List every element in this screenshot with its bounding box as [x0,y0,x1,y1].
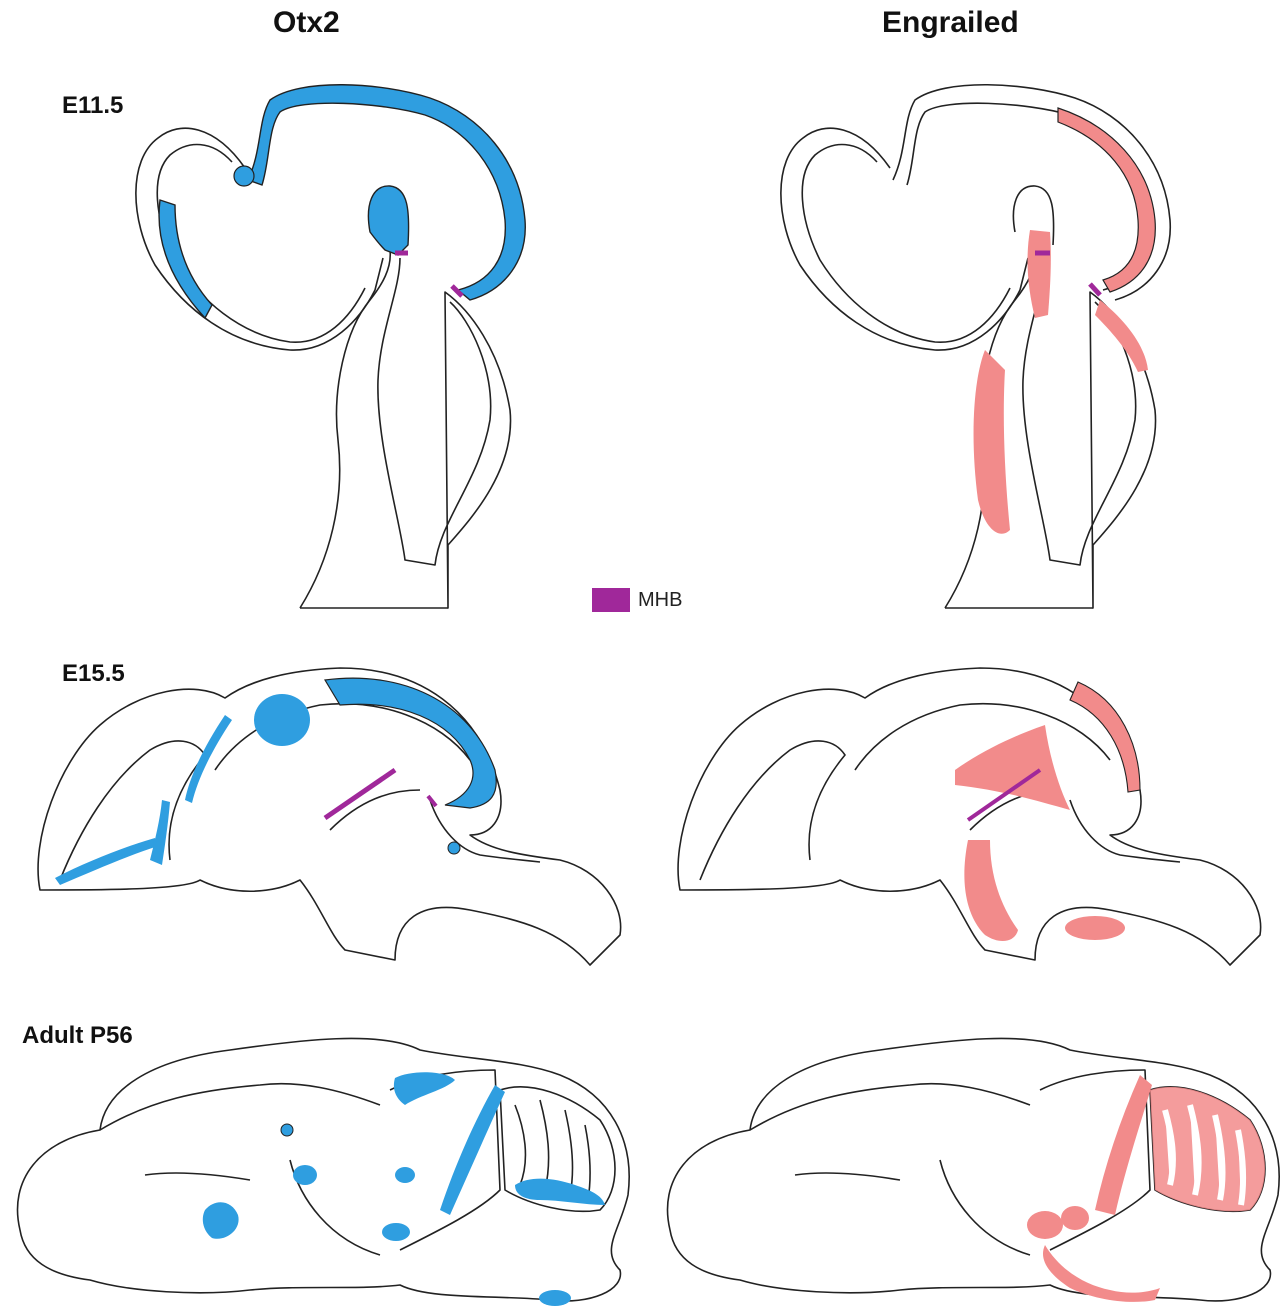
e15-5-otx2-tectum-domain [254,694,310,746]
e11-5-en-dorsal-domain [1058,108,1155,292]
adult-otx2-forebrain-domain [203,1202,239,1239]
adult-en-pons-domain-1 [1027,1211,1063,1239]
e15-5-otx2-ventricle-domain [150,800,170,865]
e15-5-en-outline [678,668,1261,965]
adult-en-cerebellum-domain [1150,1087,1265,1211]
e15-5-otx2-section [38,668,621,965]
adult-otx2-mid-domain [395,1167,415,1183]
adult-otx2-thalamic-domain [293,1165,317,1185]
e11-5-otx2-anterior-domain [159,200,212,318]
e11-5-otx2-hindbrain-outline [300,250,511,608]
e15-5-otx2-mhb-line [325,770,395,818]
e11-5-otx2-section [136,85,525,608]
adult-engrailed-section [668,1038,1280,1301]
e11-5-otx2-knob-domain [368,186,408,255]
adult-otx2-anterior-band [394,1072,455,1105]
adult-otx2-outline [18,1038,630,1301]
e15-5-otx2-diencephalon-domain [185,715,232,803]
e15-5-en-wedge-domain [955,725,1070,810]
e15-5-otx2-lateral-domain [55,838,158,885]
adult-otx2-section [18,1038,630,1306]
adult-en-midbrain-band [1095,1075,1152,1215]
e15-5-engrailed-section [678,668,1261,965]
e15-5-en-dorsal-domain [1070,682,1140,792]
adult-otx2-posterior-band [440,1085,505,1215]
e15-5-en-pons-domain [1065,916,1125,940]
e11-5-engrailed-section [781,85,1170,608]
adult-en-brainstem-domain [1043,1245,1160,1302]
adult-en-pons-domain-2 [1061,1206,1089,1230]
e11-5-en-mid-domain [1028,230,1051,318]
e11-5-en-posterior-domain [1095,300,1148,372]
e11-5-en-ventral-domain [974,350,1010,534]
e15-5-otx2-dorsal-domain [325,678,496,808]
adult-otx2-brainstem-domain [539,1290,571,1306]
e11-5-otx2-hindbrain-inner [378,258,491,565]
e15-5-en-ventral-domain [964,840,1018,941]
e11-5-otx2-mhb-mark-2 [452,286,462,296]
adult-otx2-ventral-domain [382,1223,410,1241]
e11-5-otx2-small-domain [234,166,254,186]
